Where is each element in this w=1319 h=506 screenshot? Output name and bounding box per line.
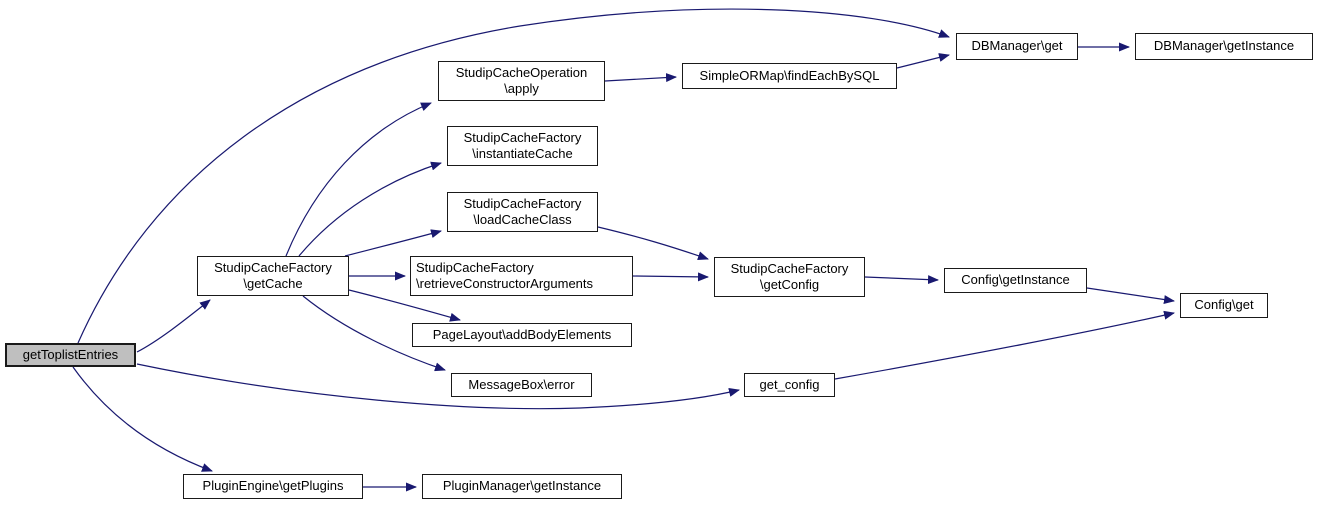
node-dbManagerGet[interactable]: DBManager\get — [956, 33, 1078, 60]
edge-findEachBySQL-to-dbManagerGet — [896, 53, 950, 69]
edge-getToplistEntries-to-getCache — [136, 299, 211, 353]
node-loadCacheClass[interactable]: StudipCacheFactory \loadCacheClass — [447, 192, 598, 232]
edge-getCache-to-addBodyElements — [348, 289, 461, 322]
node-retrieveConstructorArguments-label: StudipCacheFactory \retrieveConstructorA… — [416, 259, 594, 291]
node-getCache-label: StudipCacheFactory \getCache — [214, 259, 332, 291]
edge-retrieveConstructorArguments-to-getConfig — [632, 272, 709, 282]
edge-getCache-to-instantiateCache — [298, 161, 442, 257]
node-pluginManagerGetInstance-label: PluginManager\getInstance — [442, 478, 602, 494]
node-get_config[interactable]: get_config — [744, 373, 835, 397]
node-instantiateCache[interactable]: StudipCacheFactory \instantiateCache — [447, 126, 598, 166]
edge-getCache-to-messageBoxError — [302, 295, 446, 372]
node-retrieveConstructorArguments[interactable]: StudipCacheFactory \retrieveConstructorA… — [410, 256, 633, 296]
node-getConfig-label: StudipCacheFactory \getConfig — [730, 260, 849, 292]
edge-apply-to-findEachBySQL — [604, 73, 677, 83]
node-pluginManagerGetInstance[interactable]: PluginManager\getInstance — [422, 474, 622, 499]
node-messageBoxError-label: MessageBox\error — [468, 376, 575, 392]
node-getToplistEntries: getToplistEntries — [5, 343, 136, 367]
node-findEachBySQL[interactable]: SimpleORMap\findEachBySQL — [682, 63, 897, 89]
edge-getToplistEntries-to-get_config — [136, 363, 740, 410]
edge-getCache-to-apply — [285, 102, 432, 257]
node-getPlugins[interactable]: PluginEngine\getPlugins — [183, 474, 363, 499]
node-configGetInstance[interactable]: Config\getInstance — [944, 268, 1087, 293]
node-messageBoxError[interactable]: MessageBox\error — [451, 373, 592, 397]
edge-getCache-to-loadCacheClass — [344, 229, 442, 257]
node-get_config-label: get_config — [759, 376, 820, 392]
node-configGet-label: Config\get — [1194, 297, 1254, 313]
edge-getToplistEntries-to-dbManagerGet — [77, 8, 950, 344]
edge-getConfig-to-configGetInstance — [864, 275, 939, 285]
node-findEachBySQL-label: SimpleORMap\findEachBySQL — [699, 67, 880, 83]
node-getConfig[interactable]: StudipCacheFactory \getConfig — [714, 257, 865, 297]
node-addBodyElements-label: PageLayout\addBodyElements — [432, 326, 612, 342]
edge-loadCacheClass-to-getConfig — [597, 226, 709, 261]
node-getToplistEntries-label: getToplistEntries — [22, 346, 119, 362]
node-dbManagerGetInstance-label: DBManager\getInstance — [1153, 38, 1295, 54]
edge-configGetInstance-to-configGet — [1086, 287, 1175, 304]
node-addBodyElements[interactable]: PageLayout\addBodyElements — [412, 323, 632, 347]
node-instantiateCache-label: StudipCacheFactory \instantiateCache — [463, 129, 582, 161]
node-apply[interactable]: StudipCacheOperation \apply — [438, 61, 605, 101]
edge-get_config-to-configGet — [834, 310, 1175, 380]
node-dbManagerGet-label: DBManager\get — [971, 38, 1063, 54]
node-configGetInstance-label: Config\getInstance — [961, 272, 1070, 288]
node-loadCacheClass-label: StudipCacheFactory \loadCacheClass — [463, 195, 582, 227]
node-dbManagerGetInstance[interactable]: DBManager\getInstance — [1135, 33, 1313, 60]
node-getCache[interactable]: StudipCacheFactory \getCache — [197, 256, 349, 296]
node-apply-label: StudipCacheOperation \apply — [455, 64, 588, 96]
edge-getToplistEntries-to-getPlugins — [72, 366, 213, 472]
node-configGet[interactable]: Config\get — [1180, 293, 1268, 318]
node-getPlugins-label: PluginEngine\getPlugins — [202, 478, 344, 494]
